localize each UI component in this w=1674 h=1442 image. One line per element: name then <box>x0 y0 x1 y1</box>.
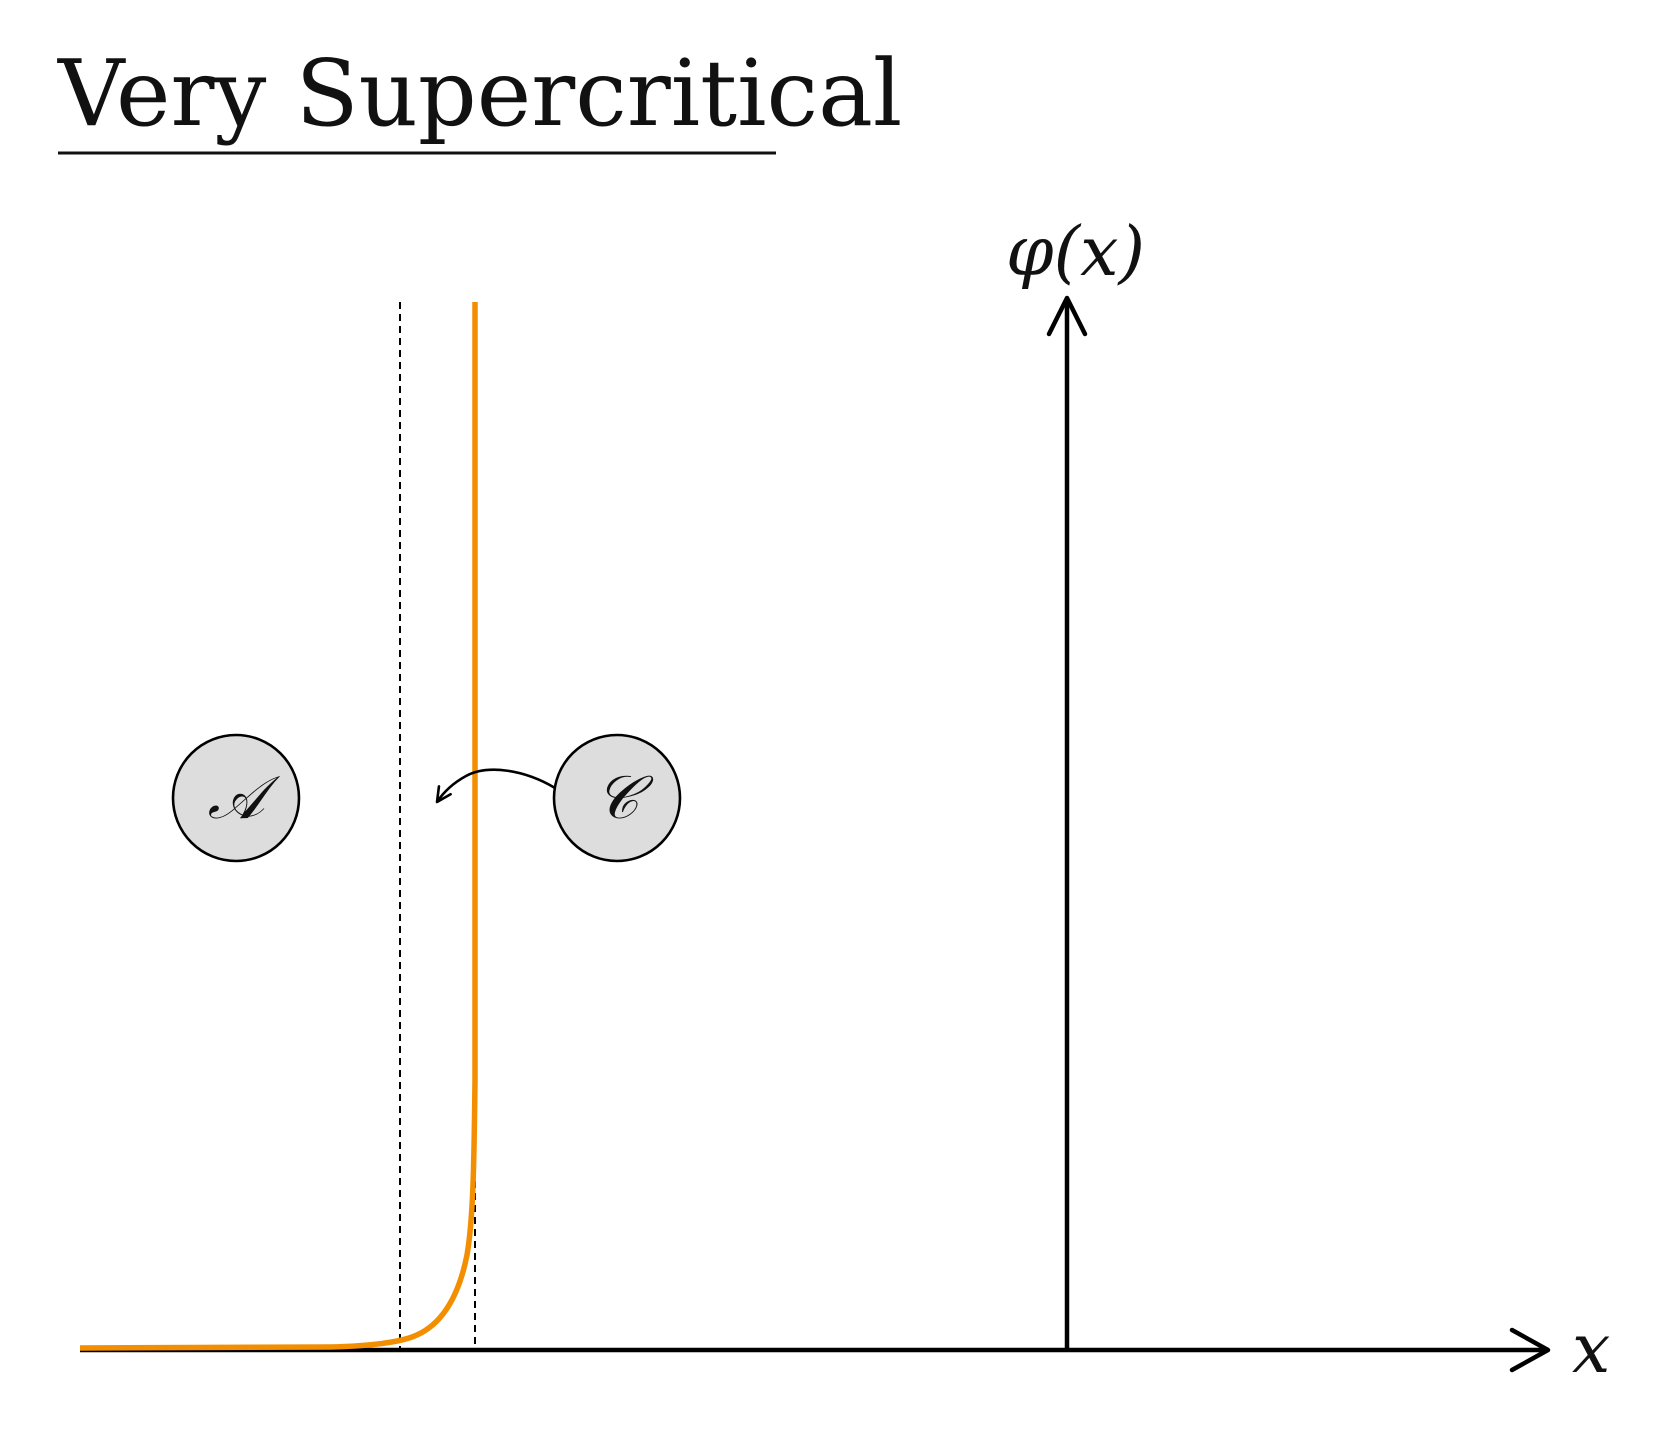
node-c-circle <box>552 733 682 863</box>
phi-curve <box>79 302 478 1351</box>
page-title: Very Supercritical <box>57 40 902 147</box>
curved-arrow <box>435 768 556 804</box>
x-axis-label: x <box>1572 1310 1610 1389</box>
node-a-circle <box>171 733 301 863</box>
y-axis-label: φ(x) <box>1006 213 1145 292</box>
x-axis-arrowhead <box>1509 1327 1551 1373</box>
node-a: 𝒜 <box>171 733 301 863</box>
y-axis-arrowhead <box>1046 295 1088 337</box>
node-c: 𝒞 <box>552 733 682 863</box>
